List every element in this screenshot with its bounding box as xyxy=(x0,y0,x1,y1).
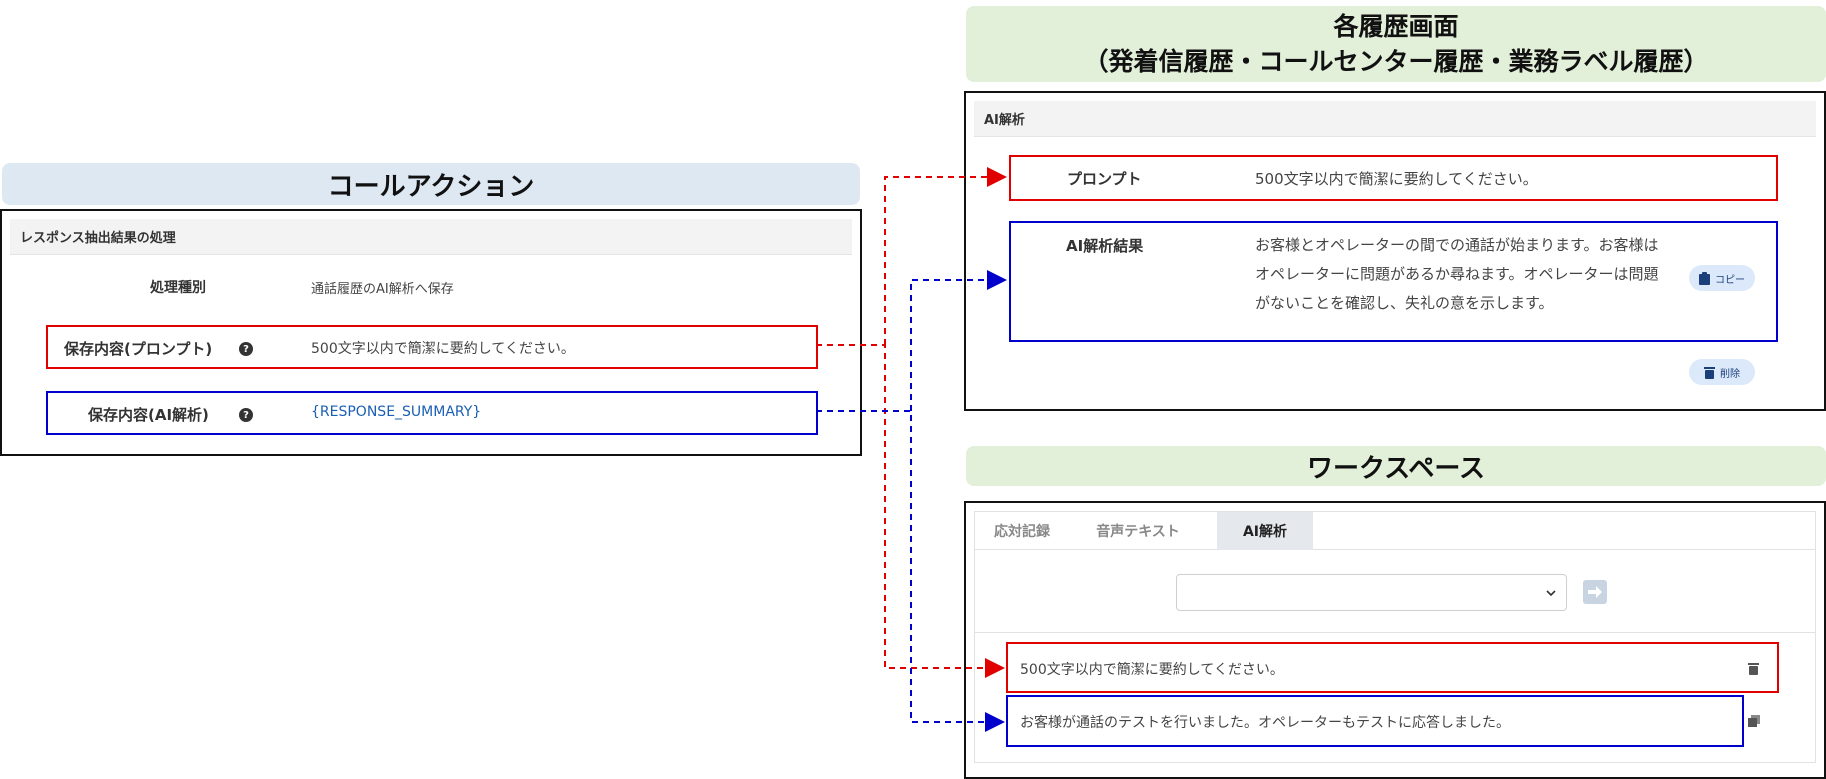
prompt-row-highlight xyxy=(46,325,818,369)
result-line: お客様とオペレーターの間での通話が始まります。お客様は xyxy=(1255,236,1659,254)
tab-bar xyxy=(975,512,1815,550)
clipboard-icon xyxy=(1699,271,1710,285)
panel-title-text: レスポンス抽出結果の処理 xyxy=(20,231,176,246)
blue-connector xyxy=(816,410,1005,732)
tab-record-label: 応対記録 xyxy=(994,524,1050,540)
workspace-entry-ai xyxy=(1006,695,1744,747)
red-connector-top xyxy=(884,167,1007,345)
result-highlight xyxy=(1009,221,1778,342)
process-type-value: 通話履歴のAI解析へ保存 xyxy=(311,282,454,297)
history-header: 各履歴画面 （発着信履歴・コールセンター履歴・業務ラベル履歴） xyxy=(966,6,1826,82)
ai-analysis-title: AI解析 xyxy=(974,101,1816,137)
call-action-header: コールアクション xyxy=(2,163,860,205)
prompt-value: 500文字以内で簡潔に要約してください。 xyxy=(1255,170,1538,188)
copy-button[interactable]: コピー xyxy=(1689,265,1755,291)
ai-analysis-title-text: AI解析 xyxy=(984,113,1025,128)
workspace-entry-prompt xyxy=(1006,642,1779,693)
tab-ai-analysis-label: AI解析 xyxy=(1242,524,1288,540)
tab-record[interactable]: 応対記録 xyxy=(985,512,1059,550)
delete-button-label: 削除 xyxy=(1720,368,1740,380)
tab-voice-text-label: 音声テキスト xyxy=(1096,524,1180,540)
copy-button-label: コピー xyxy=(1715,274,1745,286)
prompt-highlight xyxy=(1009,155,1778,201)
prompt-select[interactable] xyxy=(1176,574,1567,611)
apply-button[interactable] xyxy=(1583,580,1607,604)
save-prompt-value: 500文字以内で簡潔に要約してください。 xyxy=(311,341,575,357)
save-ai-value: {RESPONSE_SUMMARY} xyxy=(311,404,482,420)
arrow-right-icon xyxy=(1588,586,1602,598)
save-prompt-label: 保存内容(プロンプト) xyxy=(64,340,213,358)
workspace-header: ワークスペース xyxy=(966,446,1826,486)
result-line: オペレーターに問題があるか尋ねます。オペレーターは問題 xyxy=(1255,265,1659,283)
divider xyxy=(975,632,1815,633)
save-ai-label: 保存内容(AI解析) xyxy=(88,406,209,424)
help-icon[interactable]: ? xyxy=(239,342,253,356)
workspace-title: ワークスペース xyxy=(1306,453,1486,484)
workspace-panel: 応対記録 音声テキスト AI解析 500文字以内で簡潔に要約してください。 お客… xyxy=(964,501,1826,779)
help-icon[interactable]: ? xyxy=(239,408,253,422)
history-title-line1: 各履歴画面 xyxy=(1333,12,1459,41)
panel-title: レスポンス抽出結果の処理 xyxy=(10,219,852,255)
tab-ai-analysis[interactable]: AI解析 xyxy=(1217,512,1313,550)
workspace-inner: 応対記録 音声テキスト AI解析 xyxy=(974,511,1816,763)
tab-voice-text[interactable]: 音声テキスト xyxy=(1087,512,1189,550)
result-label: AI解析結果 xyxy=(1066,237,1144,255)
result-line: がないことを確認し、失礼の意を示します。 xyxy=(1255,294,1554,312)
history-panel: AI解析 プロンプト 500文字以内で簡潔に要約してください。 AI解析結果 お… xyxy=(964,91,1826,411)
trash-icon[interactable] xyxy=(1748,662,1759,675)
process-type-label: 処理種別 xyxy=(150,280,206,296)
trash-icon xyxy=(1704,366,1715,379)
workspace-entry-text: 500文字以内で簡潔に要約してください。 xyxy=(1020,662,1284,678)
prompt-label: プロンプト xyxy=(1067,170,1142,188)
red-connector xyxy=(816,344,1005,678)
ai-row-highlight xyxy=(46,391,818,435)
copy-icon[interactable] xyxy=(1748,715,1760,727)
workspace-entry-text: お客様が通話のテストを行いました。オペレーターもテストに応答しました。 xyxy=(1020,715,1510,731)
blue-connector-top xyxy=(910,270,1007,411)
chevron-down-icon xyxy=(1546,590,1556,597)
call-action-panel: レスポンス抽出結果の処理 処理種別 通話履歴のAI解析へ保存 保存内容(プロンプ… xyxy=(0,209,862,456)
call-action-title: コールアクション xyxy=(327,171,535,202)
delete-button[interactable]: 削除 xyxy=(1689,359,1755,385)
history-title-line2: （発着信履歴・コールセンター履歴・業務ラベル履歴） xyxy=(1083,47,1709,76)
